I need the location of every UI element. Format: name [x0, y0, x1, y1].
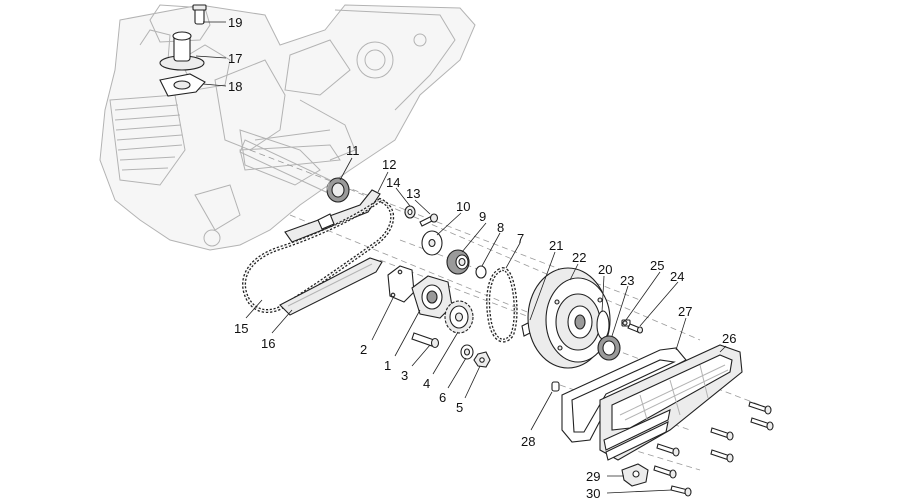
- callout-12: 12: [382, 157, 396, 172]
- callout-8: 8: [497, 220, 504, 235]
- callout-30: 30: [586, 486, 600, 501]
- part-29-bracket: [621, 463, 649, 487]
- part-11-crank-sprocket: [326, 177, 350, 203]
- part-7-pump-chain: [486, 267, 518, 343]
- callout-9: 9: [479, 209, 486, 224]
- part-16-tensioner-guide: [279, 257, 383, 316]
- part-13-screw: [419, 213, 439, 227]
- callout-27: 27: [678, 304, 692, 319]
- part-24-screw: [627, 323, 644, 334]
- part-4-pump-sprocket: [444, 300, 474, 334]
- part-20-ring: [596, 310, 610, 340]
- callout-17: 17: [228, 51, 242, 66]
- callout-5: 5: [456, 400, 463, 415]
- part-30-bolt: [670, 485, 692, 497]
- callout-24: 24: [670, 269, 684, 284]
- callout-16: 16: [261, 336, 275, 351]
- part-8-o-ring: [475, 265, 487, 279]
- callout-26: 26: [722, 331, 736, 346]
- part-10-disc: [421, 230, 443, 256]
- part-19-bolt: [192, 4, 207, 25]
- callout-4: 4: [423, 376, 430, 391]
- callout-labels: 19 17 18 11 12 14 13 10 9 8 7 21 22 20 2…: [228, 15, 736, 501]
- callout-29: 29: [586, 469, 600, 484]
- crankshaft-spline: [239, 139, 331, 193]
- part-25-bolt: [621, 319, 631, 327]
- callout-1: 1: [384, 358, 391, 373]
- callout-18: 18: [228, 79, 242, 94]
- part-15-timing-chain: [242, 197, 395, 313]
- part-17-housing: [159, 31, 205, 71]
- callout-20: 20: [598, 262, 612, 277]
- pan-bolts: [653, 401, 774, 479]
- callout-21: 21: [549, 238, 563, 253]
- callout-25: 25: [650, 258, 664, 273]
- callout-11: 11: [346, 143, 360, 158]
- callout-6: 6: [439, 390, 446, 405]
- callout-2: 2: [360, 342, 367, 357]
- callout-15: 15: [234, 321, 248, 336]
- part-26-oil-sump: [599, 344, 743, 461]
- callout-22: 22: [572, 250, 586, 265]
- callout-13: 13: [406, 186, 420, 201]
- part-2-cover-plate: [387, 265, 415, 303]
- callout-19: 19: [228, 15, 242, 30]
- engine-crankcase: [99, 4, 476, 251]
- callout-3: 3: [401, 368, 408, 383]
- callout-14: 14: [386, 175, 400, 190]
- part-5-nut: [473, 351, 491, 368]
- callout-7: 7: [517, 231, 524, 246]
- part-9-sprocket-hub: [446, 249, 470, 275]
- callout-28: 28: [521, 434, 535, 449]
- callout-10: 10: [456, 199, 470, 214]
- callout-23: 23: [620, 273, 634, 288]
- part-23-oil-seal: [597, 335, 621, 361]
- leader-lines: [195, 21, 727, 494]
- part-28-dowel: [551, 381, 560, 392]
- part-1-oil-pump: [411, 275, 453, 319]
- part-6-washer: [460, 344, 474, 360]
- part-18-gasket: [159, 73, 206, 97]
- part-3-bolt: [411, 332, 440, 349]
- part-22-side-cover: [527, 267, 611, 369]
- part-14-washer: [404, 205, 416, 219]
